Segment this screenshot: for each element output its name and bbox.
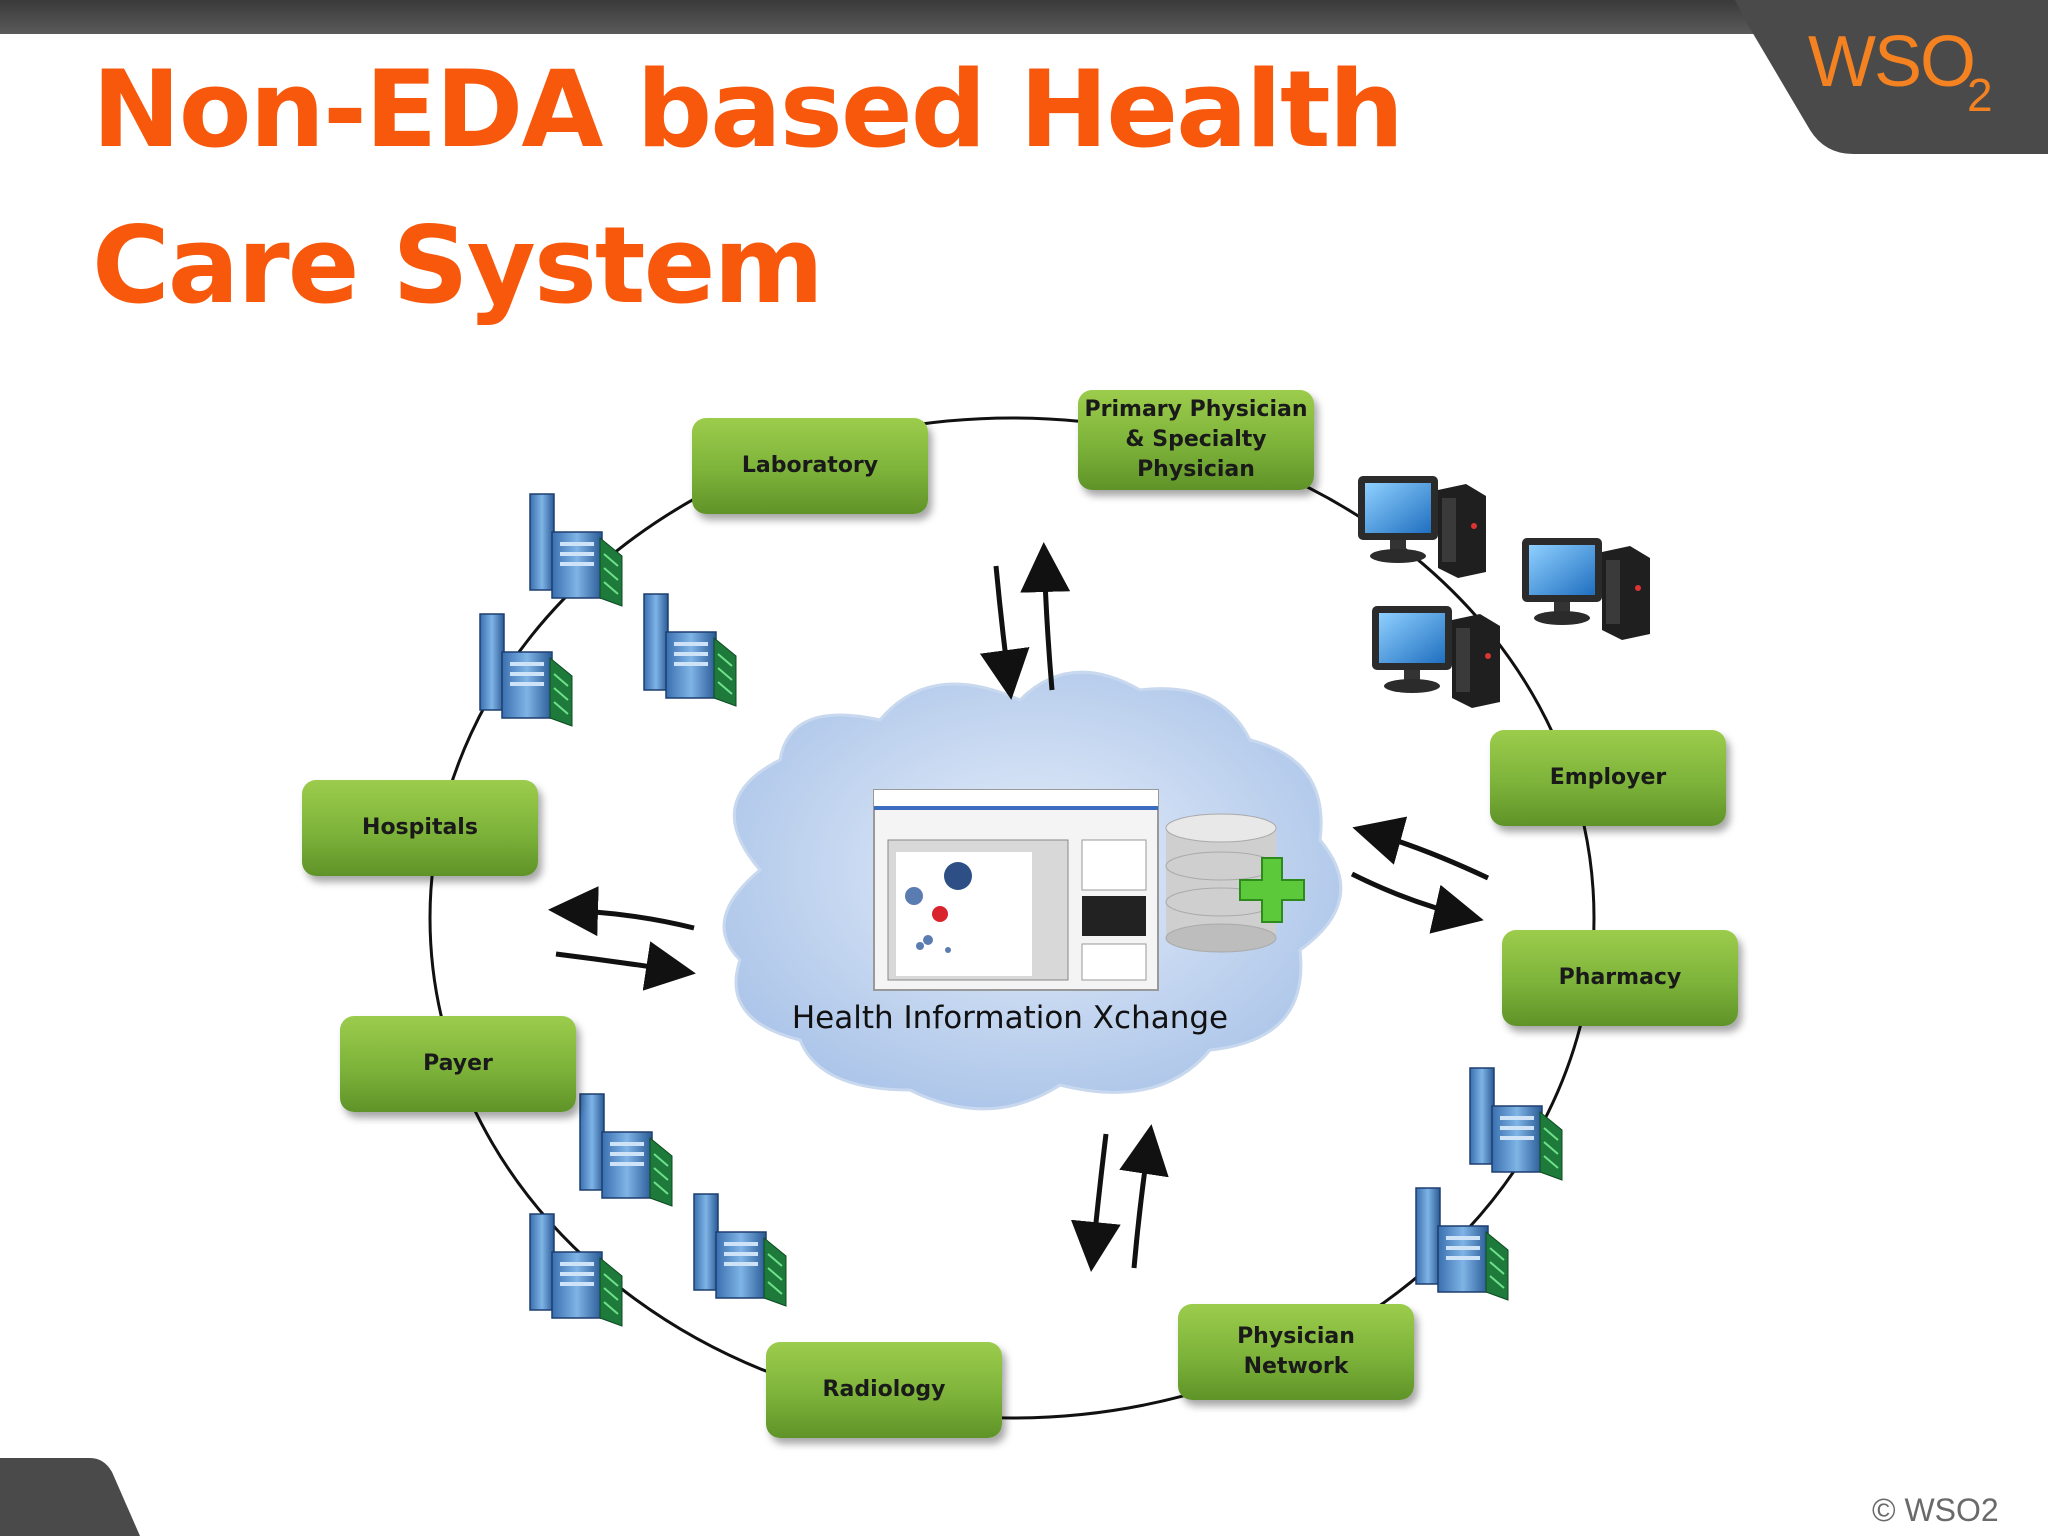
arrow-right-pair: [1350, 816, 1490, 934]
desktop-computer-icon: [1522, 538, 1650, 640]
server-icon: [479, 613, 573, 727]
node-employer: Employer: [1490, 730, 1726, 826]
logo-tab: [1735, 0, 2048, 154]
top-bar: [0, 0, 2048, 34]
database-plus-icon: [1165, 813, 1305, 953]
node-hospitals: Hospitals: [302, 780, 538, 876]
copyright-notice: © WSO2: [1872, 1492, 1999, 1528]
server-icon: [1469, 1067, 1563, 1181]
wso2-logo-subscript: 2: [1967, 69, 1993, 121]
wso2-logo: WSO: [1808, 22, 1976, 102]
arrow-left-pair: [548, 886, 696, 991]
node-physician-network: Physician Network: [1178, 1304, 1414, 1400]
dashboard-screenshot-icon: [873, 789, 1159, 991]
desktop-computer-icon: [1372, 606, 1500, 708]
arrow-top-pair: [979, 542, 1071, 700]
arrow-bottom-pair: [1070, 1124, 1169, 1272]
node-radiology: Radiology: [766, 1342, 1002, 1438]
server-icon: [579, 1093, 673, 1207]
server-icon: [693, 1193, 787, 1307]
slide-title: Non-EDA based Health Care System: [92, 48, 1404, 327]
bottom-left-tab: [0, 1458, 140, 1536]
node-laboratory: Laboratory: [692, 418, 928, 514]
ring-connector: [428, 416, 1596, 1420]
server-icon: [643, 593, 737, 707]
server-icon: [1415, 1187, 1509, 1301]
health-information-xchange-label: Health Information Xchange: [791, 1000, 1229, 1036]
node-payer: Payer: [340, 1016, 576, 1112]
server-icon: [529, 1213, 623, 1327]
node-pharmacy: Pharmacy: [1502, 930, 1738, 1026]
node-primary-physician: Primary Physician & Specialty Physician: [1078, 390, 1314, 490]
server-icon: [529, 493, 623, 607]
